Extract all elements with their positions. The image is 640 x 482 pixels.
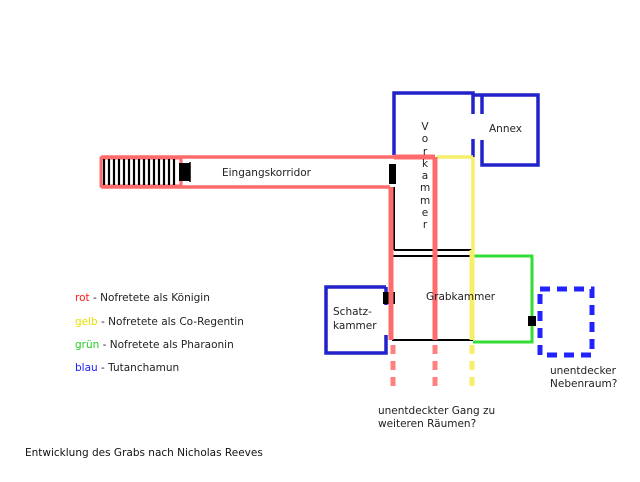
side-note-line2: Nebenraum?: [550, 378, 618, 390]
burial-chamber-label: Grabkammer: [426, 291, 496, 303]
corridor-walls: [101, 155, 396, 189]
legend-blue-text: - Tutanchamun: [97, 362, 180, 374]
corridor-note-line1: unentdeckter Gang zu: [378, 405, 496, 417]
antechamber-label-letter: e: [421, 207, 429, 220]
legend-blue: blau - Tutanchamun: [75, 362, 179, 374]
legend-blue-color: blau: [75, 362, 98, 374]
undiscovered-side-room-note: unentdecker Nebenraum?: [550, 365, 617, 391]
legend-red: rot - Nofretete als Königin: [75, 292, 210, 304]
figure-caption: Entwicklung des Grabs nach Nicholas Reev…: [25, 447, 263, 459]
legend-yellow-color: gelb: [75, 316, 98, 328]
legend-yellow-text: - Nofretete als Co-Regentin: [97, 316, 244, 328]
legend-yellow: gelb - Nofretete als Co-Regentin: [75, 316, 244, 328]
legend-green: grün - Nofretete als Pharaonin: [75, 339, 234, 351]
antechamber-label-letter: m: [420, 194, 431, 207]
treasury-label-line2: kammer: [333, 320, 377, 332]
legend-red-color: rot: [75, 292, 90, 304]
antechamber-label-letter: m: [420, 182, 431, 195]
legend-green-color: grün: [75, 339, 100, 351]
annex-label: Annex: [489, 123, 522, 135]
antechamber-label-letter: r: [422, 219, 428, 232]
corridor-label: Eingangskorridor: [222, 167, 312, 179]
antechamber-label-letter: V: [421, 121, 429, 133]
antechamber-label-letter: k: [421, 157, 429, 170]
antechamber-label-letter: a: [421, 170, 429, 183]
side-note-line1: unentdecker: [550, 365, 616, 377]
antechamber-label-letter: r: [422, 145, 428, 158]
undiscovered-corridor-note: unentdeckter Gang zu weiteren Räumen?: [378, 405, 495, 431]
red-route: [388, 154, 438, 340]
staircase: [99, 156, 190, 188]
treasury-label-line1: Schatz-: [333, 306, 372, 318]
annex-walls: [472, 93, 540, 167]
undiscovered-corridor-lines: [390, 345, 475, 392]
undiscovered-side-room: [537, 286, 595, 358]
corridor-note-line2: weiteren Räumen?: [378, 418, 477, 430]
legend-green-text: - Nofretete als Pharaonin: [99, 339, 234, 351]
legend-red-text: - Nofretete als Königin: [89, 292, 210, 304]
antechamber-label-letter: o: [421, 133, 429, 146]
